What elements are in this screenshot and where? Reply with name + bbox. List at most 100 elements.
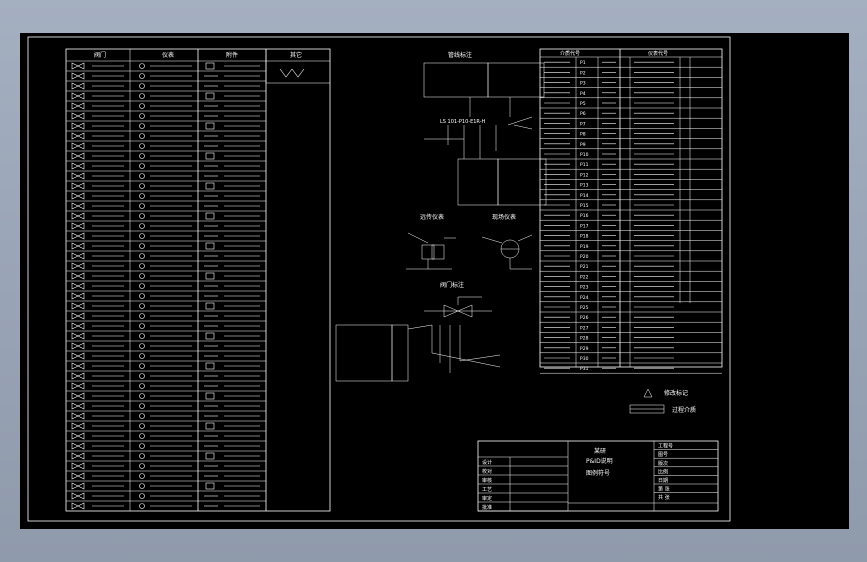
title-role-label: 校对 xyxy=(482,468,492,475)
valve-symbol-icon xyxy=(71,232,85,240)
valve-symbol-icon xyxy=(71,312,85,320)
medium-code-text: P11 xyxy=(580,162,589,168)
instrument-symbol-icon xyxy=(139,203,145,209)
legend-header-other: 其它 xyxy=(290,51,302,59)
fitting-symbol-icon xyxy=(205,62,215,70)
fitting-symbol-icon xyxy=(205,122,215,130)
valve-symbol-icon xyxy=(71,222,85,230)
legend-header-valves: 阀门 xyxy=(94,51,106,59)
medium-code-text: P7 xyxy=(580,121,586,127)
fitting-symbol-icon xyxy=(205,332,215,340)
medium-code-text: P4 xyxy=(580,91,586,97)
valve-label-title: 阀门标注 xyxy=(440,281,464,289)
pipe-label-title: 管线标注 xyxy=(448,51,472,59)
valve-symbol-icon xyxy=(71,282,85,290)
fitting-symbol-icon xyxy=(205,182,215,190)
medium-code-text: P19 xyxy=(580,244,589,250)
instrument-symbol-icon xyxy=(139,453,145,459)
title-meta-label: 共 张 xyxy=(658,494,670,501)
medium-code-text: P30 xyxy=(580,356,589,362)
field-instrument-symbol xyxy=(481,234,533,270)
valve-symbol-icon xyxy=(71,82,85,90)
valve-symbol-icon xyxy=(71,402,85,410)
valve-symbol-icon xyxy=(71,342,85,350)
medium-code-text: P20 xyxy=(580,254,589,260)
instrument-symbol-icon xyxy=(139,333,145,339)
valve-symbol-icon xyxy=(71,262,85,270)
valve-symbol-icon xyxy=(71,192,85,200)
fitting-symbol-icon xyxy=(205,302,215,310)
valve-symbol-icon xyxy=(71,432,85,440)
valve-symbol-icon xyxy=(71,112,85,120)
instrument-symbol-icon xyxy=(139,263,145,269)
fitting-symbol-icon xyxy=(205,272,215,280)
valve-symbol-icon xyxy=(71,302,85,310)
title-role-label: 审定 xyxy=(482,495,492,502)
valve-symbol-icon xyxy=(71,362,85,370)
fitting-symbol-icon xyxy=(205,242,215,250)
valve-symbol-icon xyxy=(71,472,85,480)
fitting-symbol-icon xyxy=(205,452,215,460)
title-meta-label: 比例 xyxy=(658,468,668,475)
cad-drawing-area: 阀门 仪表 附件 其它 管线标注 LS 101-P10-E1R-H 远传仪表 现… xyxy=(20,33,849,529)
instrument-symbol-icon xyxy=(139,153,145,159)
valve-symbol-icon xyxy=(71,462,85,470)
valve-symbol-icon xyxy=(71,212,85,220)
delivery-mark-label: 过程介质 xyxy=(672,406,696,414)
fitting-symbol-icon xyxy=(205,362,215,370)
valve-label-detail xyxy=(335,296,501,382)
title-company: 某研 xyxy=(594,448,606,455)
instrument-symbol-icon xyxy=(139,123,145,129)
legend-header-instruments: 仪表 xyxy=(162,51,174,59)
instrument-symbol-icon xyxy=(139,243,145,249)
valve-symbol-icon xyxy=(71,72,85,80)
instrument-symbol-icon xyxy=(139,83,145,89)
title-meta-label: 第 张 xyxy=(658,486,670,493)
medium-code-text: P3 xyxy=(580,81,586,87)
revision-mark-label: 修改标记 xyxy=(664,389,688,397)
medium-code-text: P16 xyxy=(580,213,589,219)
instrument-symbol-icon xyxy=(139,103,145,109)
field-instrument-title: 现场仪表 xyxy=(492,213,516,221)
valve-symbol-icon xyxy=(71,142,85,150)
medium-code-text: P27 xyxy=(580,325,589,331)
valve-symbol-icon xyxy=(71,422,85,430)
medium-code-text: P26 xyxy=(580,315,589,321)
instrument-symbol-icon xyxy=(139,463,145,469)
title-role-label: 工艺 xyxy=(482,487,492,493)
valve-symbol-icon xyxy=(71,162,85,170)
instrument-symbol-icon xyxy=(139,93,145,99)
instrument-symbol-icon xyxy=(139,173,145,179)
instrument-symbol-icon xyxy=(139,113,145,119)
valve-symbol-icon xyxy=(71,482,85,490)
medium-code-text: P8 xyxy=(580,132,586,138)
valve-symbol-icon xyxy=(71,62,85,70)
medium-code-text: P28 xyxy=(580,336,589,342)
valve-symbol-icon xyxy=(71,92,85,100)
instrument-symbol-icon xyxy=(139,183,145,189)
title-meta-label: 日期 xyxy=(658,478,668,484)
valve-symbol-icon xyxy=(71,442,85,450)
instrument-symbol-icon xyxy=(139,293,145,299)
valve-symbol-icon xyxy=(71,372,85,380)
valve-symbol-icon xyxy=(71,292,85,300)
instrument-symbol-icon xyxy=(139,63,145,69)
instrument-symbol-icon xyxy=(139,503,145,509)
medium-code-text: P21 xyxy=(580,264,589,270)
medium-code-text: P17 xyxy=(580,223,589,229)
instrument-symbol-icon xyxy=(139,273,145,279)
remote-instrument-symbol xyxy=(406,232,456,270)
fitting-symbol-icon xyxy=(205,92,215,100)
valve-symbol-icon xyxy=(71,322,85,330)
valve-symbol-icon xyxy=(71,412,85,420)
pipe-label-detail: 管线标注 LS 101-P10-E1R-H xyxy=(423,51,547,206)
instrument-symbol-icon xyxy=(139,233,145,239)
instrument-symbol-icon xyxy=(139,343,145,349)
medium-code-text: P13 xyxy=(580,183,589,189)
valve-symbol-icon xyxy=(71,242,85,250)
instrument-symbol-icon xyxy=(139,303,145,309)
valve-symbol-icon xyxy=(71,102,85,110)
medium-code-text: P29 xyxy=(580,346,589,352)
medium-code-text: P1 xyxy=(580,60,586,66)
instrument-symbol-icon xyxy=(139,283,145,289)
